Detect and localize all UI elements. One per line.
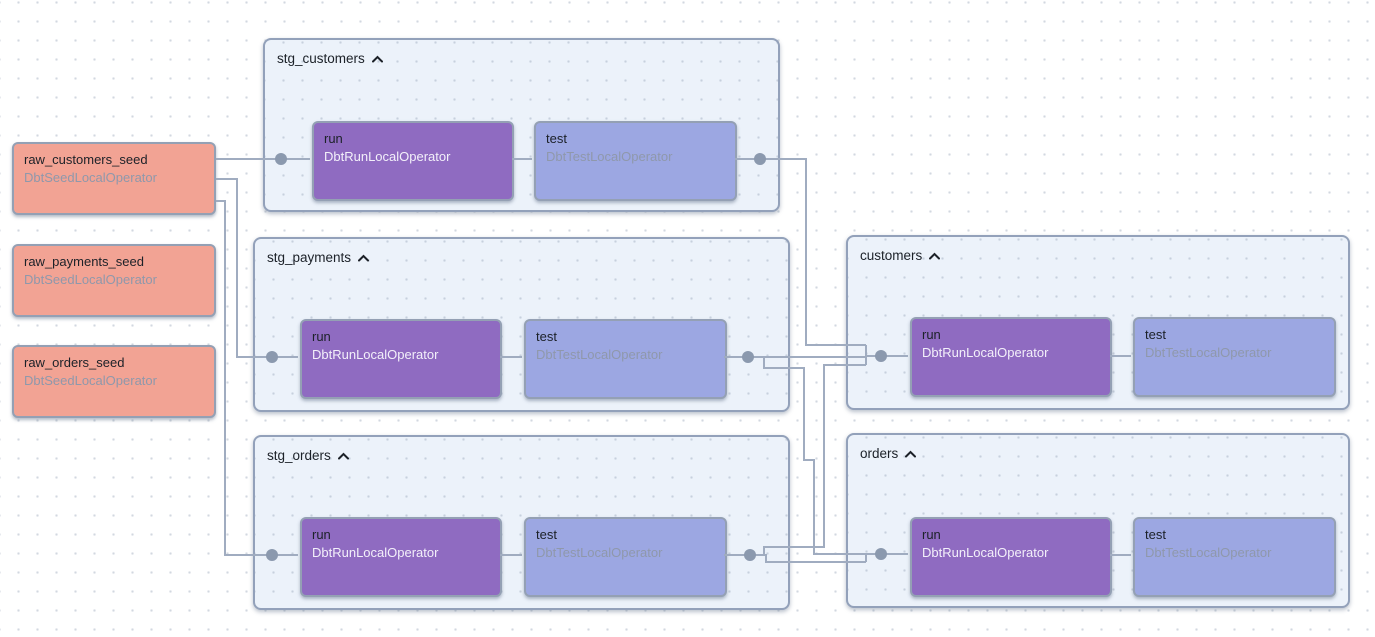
task-operator: DbtRunLocalOperator	[312, 544, 439, 560]
task-group-stg-payments: stg_payments run DbtRunLocalOperator tes…	[253, 237, 790, 412]
task-group-stg-orders: stg_orders run DbtRunLocalOperator test …	[253, 435, 790, 610]
task-title: test	[536, 527, 557, 542]
chevron-up-icon	[337, 447, 349, 465]
task-node-test[interactable]: test DbtTestLocalOperator	[1133, 317, 1336, 397]
task-title: test	[546, 131, 567, 146]
task-group-orders: orders run DbtRunLocalOperator test DbtT…	[846, 433, 1350, 608]
group-title: stg_payments	[267, 249, 352, 265]
task-operator: DbtSeedLocalOperator	[24, 372, 157, 388]
chevron-up-icon	[905, 445, 917, 463]
group-header-customers[interactable]: customers	[848, 237, 952, 273]
task-title: run	[922, 527, 941, 542]
group-header-stg-customers[interactable]: stg_customers	[265, 40, 395, 76]
task-node-run[interactable]: run DbtRunLocalOperator	[300, 517, 502, 597]
task-title: test	[1145, 527, 1166, 542]
group-header-stg-orders[interactable]: stg_orders	[255, 437, 361, 473]
task-title: run	[312, 329, 331, 344]
task-operator: DbtRunLocalOperator	[312, 346, 439, 362]
task-node-run[interactable]: run DbtRunLocalOperator	[300, 319, 502, 399]
task-operator: DbtSeedLocalOperator	[24, 169, 157, 185]
group-header-stg-payments[interactable]: stg_payments	[255, 239, 381, 275]
task-node-raw-payments-seed[interactable]: raw_payments_seed DbtSeedLocalOperator	[12, 244, 216, 317]
task-group-customers: customers run DbtRunLocalOperator test D…	[846, 235, 1350, 410]
task-operator: DbtRunLocalOperator	[324, 148, 451, 164]
task-operator: DbtTestLocalOperator	[1145, 544, 1272, 560]
task-title: test	[1145, 327, 1166, 342]
task-operator: DbtTestLocalOperator	[1145, 344, 1272, 360]
chevron-up-icon	[371, 50, 383, 68]
task-group-stg-customers: stg_customers run DbtRunLocalOperator te…	[263, 38, 780, 212]
task-operator: DbtRunLocalOperator	[922, 344, 1049, 360]
chevron-up-icon	[929, 247, 941, 265]
task-node-raw-customers-seed[interactable]: raw_customers_seed DbtSeedLocalOperator	[12, 142, 216, 215]
task-node-raw-orders-seed[interactable]: raw_orders_seed DbtSeedLocalOperator	[12, 345, 216, 418]
group-header-orders[interactable]: orders	[848, 435, 928, 471]
task-title: test	[536, 329, 557, 344]
task-operator: DbtSeedLocalOperator	[24, 271, 157, 287]
chevron-up-icon	[358, 249, 370, 267]
task-title: run	[312, 527, 331, 542]
task-node-run[interactable]: run DbtRunLocalOperator	[910, 317, 1112, 397]
task-operator: DbtRunLocalOperator	[922, 544, 1049, 560]
task-title: run	[922, 327, 941, 342]
group-title: stg_customers	[277, 50, 365, 66]
group-title: customers	[860, 247, 923, 263]
task-node-run[interactable]: run DbtRunLocalOperator	[312, 121, 514, 201]
task-operator: DbtTestLocalOperator	[536, 544, 663, 560]
group-title: stg_orders	[267, 447, 331, 463]
task-node-test[interactable]: test DbtTestLocalOperator	[524, 319, 727, 399]
task-node-test[interactable]: test DbtTestLocalOperator	[534, 121, 737, 201]
task-node-test[interactable]: test DbtTestLocalOperator	[524, 517, 727, 597]
task-title: raw_customers_seed	[24, 152, 148, 167]
task-node-test[interactable]: test DbtTestLocalOperator	[1133, 517, 1336, 597]
task-operator: DbtTestLocalOperator	[546, 148, 673, 164]
task-node-run[interactable]: run DbtRunLocalOperator	[910, 517, 1112, 597]
task-title: raw_payments_seed	[24, 254, 144, 269]
task-title: raw_orders_seed	[24, 355, 125, 370]
group-title: orders	[860, 445, 899, 461]
task-operator: DbtTestLocalOperator	[536, 346, 663, 362]
task-title: run	[324, 131, 343, 146]
